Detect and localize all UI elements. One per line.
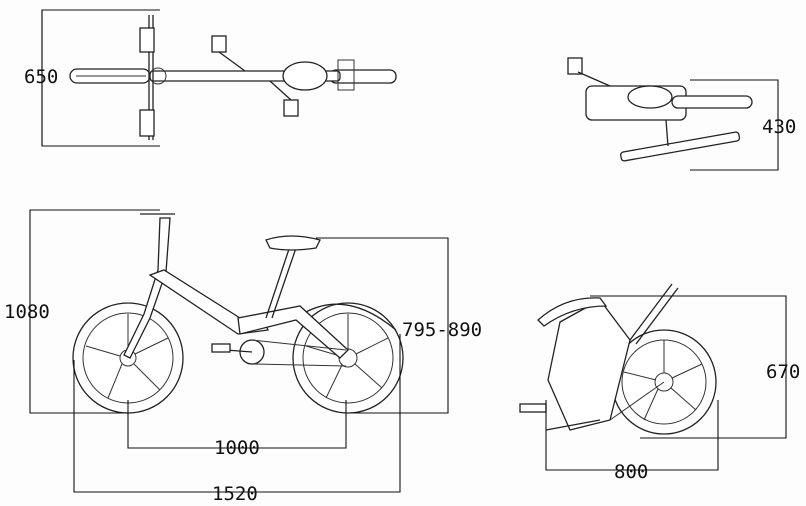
left-grip [139,27,155,53]
seat-top [282,61,328,91]
height-dimension-frame [29,209,160,414]
folded-seat-post [629,283,673,341]
seat-side [265,235,321,251]
pedal-right [283,99,299,117]
dim-label-folded-width: 430 [762,116,796,138]
folded-length-dimension-frame [545,400,719,471]
right-grip [139,109,155,137]
wheelbase-dimension-frame [127,400,347,449]
rear-wheel-spokes [305,314,389,399]
dim-label-folded-length: 800 [614,461,648,483]
folded-side-view-bike [519,283,717,435]
folded-wheel-spokes [623,340,703,421]
rear-triangle [237,305,349,359]
folded-frame [547,299,631,431]
pedal-left [211,35,227,53]
dim-label-folded-height: 670 [766,361,800,383]
folded-tire-top [671,95,753,109]
side-view-bike [72,213,404,414]
folded-pedal [567,57,583,75]
folded-kickstand-pedal [519,403,547,413]
folded-fender [537,297,608,327]
front-wheel-spokes [85,314,169,399]
folded-top-view-bike [567,57,779,171]
seat-height-dimension-frame [316,237,449,414]
folded-height-dimension-frame [590,295,787,439]
length-dimension-frame [73,334,401,493]
dim-label-wheelbase: 1000 [214,437,260,459]
dim-label-height: 1080 [4,301,50,323]
fork-stem [123,217,171,359]
dim-label-length: 1520 [212,483,258,505]
top-view-bike [41,9,397,147]
folded-seat-top [627,85,673,109]
seat-post [265,245,291,319]
dim-label-seat-height: 795-890 [402,319,482,341]
folded-top-dimension-frame [690,79,779,171]
pedal-side [211,343,231,353]
folded-handlebar [620,131,741,162]
rear-fender [305,303,397,331]
dim-label-top-width: 650 [24,66,58,88]
